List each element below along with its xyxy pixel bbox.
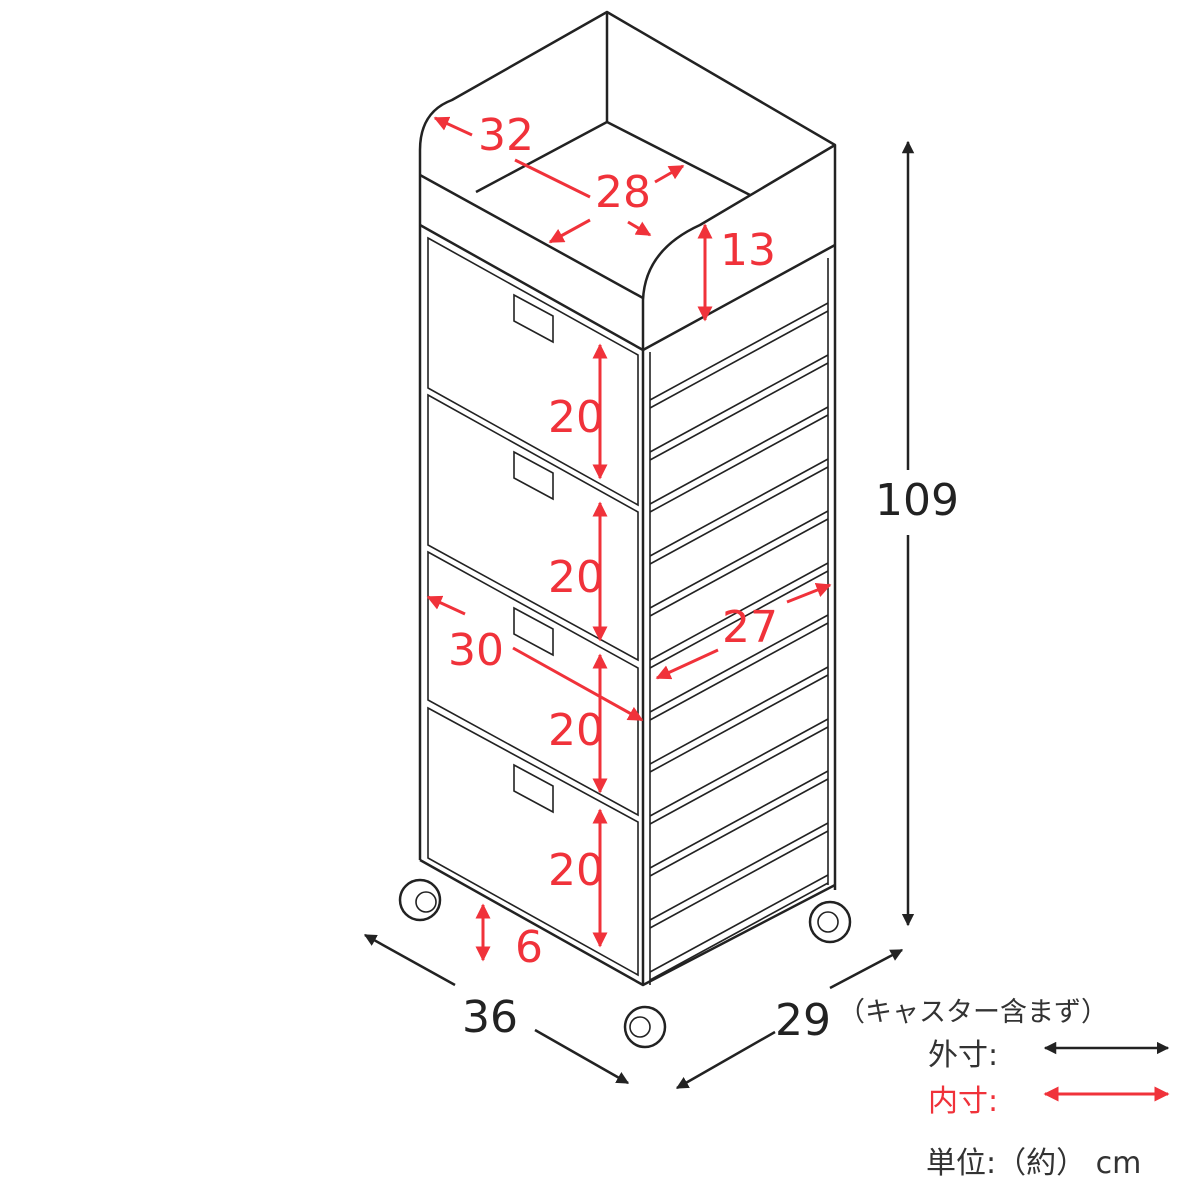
outer-legend-label: 外寸: <box>928 1038 999 1073</box>
inner-dimension-arrows <box>426 116 832 962</box>
drawer-height-label: 20 <box>548 845 604 896</box>
casters <box>398 878 852 1049</box>
top-height-label: 13 <box>720 225 776 276</box>
side-slat <box>649 882 829 981</box>
height-label: 109 <box>875 475 959 526</box>
dimension-labels: 109 36 29 32 28 13 20 20 20 20 30 27 6 <box>448 110 959 1046</box>
side-slat <box>649 674 829 773</box>
side-slat <box>649 570 829 669</box>
side-slat <box>649 822 829 921</box>
side-slat <box>649 302 829 401</box>
width-label: 36 <box>462 992 518 1043</box>
side-slat <box>649 562 829 661</box>
outer-dimension-arrows <box>363 140 915 1090</box>
side-slat <box>649 518 829 617</box>
side-slat <box>649 458 829 557</box>
legend-arrows <box>1043 1041 1170 1102</box>
inner-legend-label: 内寸: <box>928 1084 999 1119</box>
unit-label: 単位:（約） cm <box>926 1146 1142 1181</box>
side-slat <box>649 510 829 609</box>
top-depth-label: 28 <box>595 167 651 218</box>
side-slat <box>649 666 829 765</box>
side-slat <box>649 614 829 713</box>
side-slat <box>649 778 829 877</box>
side-slat <box>649 354 829 453</box>
side-slat <box>649 874 829 973</box>
cabinet-outline <box>418 10 837 987</box>
side-slat <box>649 830 829 929</box>
side-slat <box>649 466 829 565</box>
side-slat <box>649 622 829 721</box>
drawer-width-label: 30 <box>448 625 504 676</box>
side-slat <box>649 414 829 513</box>
top-width-label: 32 <box>478 110 534 161</box>
side-slat <box>649 770 829 869</box>
side-slat <box>649 718 829 817</box>
side-slat <box>649 406 829 505</box>
drawer-height-label: 20 <box>548 552 604 603</box>
side-slat <box>649 726 829 825</box>
depth-label: 29 <box>775 995 831 1046</box>
side-slat <box>649 362 829 461</box>
caster-note: （キャスター含まず） <box>838 997 1108 1028</box>
caster-gap-label: 6 <box>515 922 543 973</box>
drawer-height-label: 20 <box>548 392 604 443</box>
side-slat <box>649 310 829 409</box>
drawer-depth-label: 27 <box>722 602 778 653</box>
drawer-height-label: 20 <box>548 705 604 756</box>
